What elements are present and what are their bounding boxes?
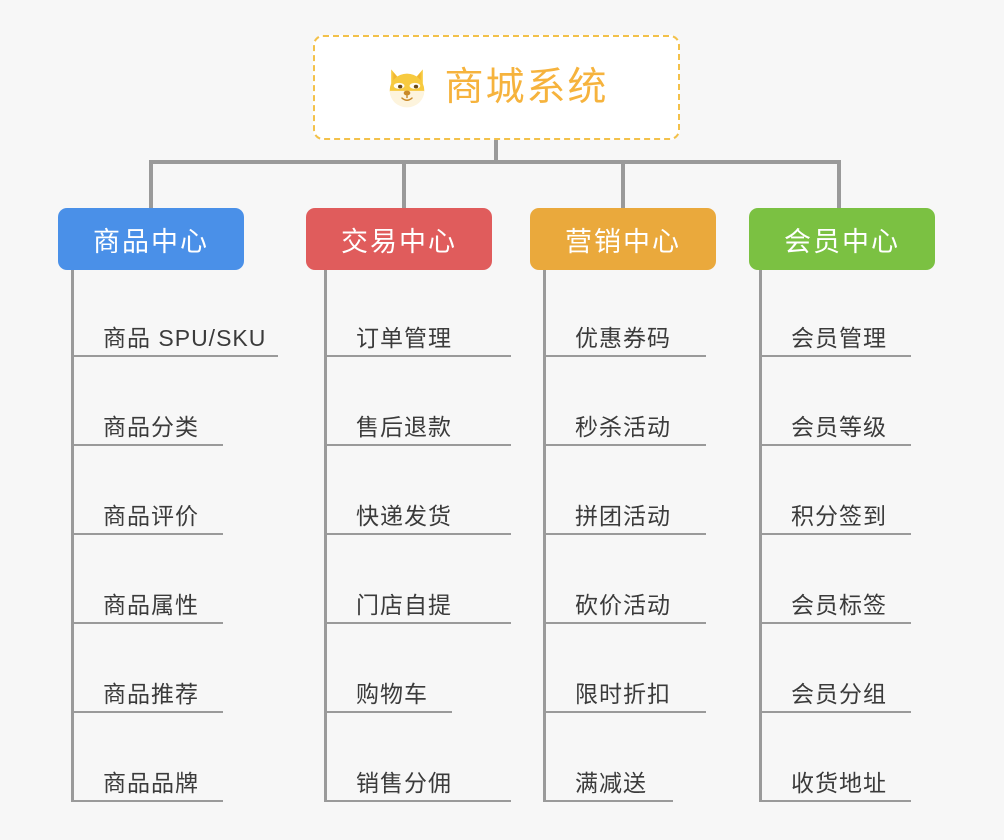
leaf-item-label: 满减送 [575, 769, 647, 796]
column-spine [543, 270, 546, 802]
leaf-item-label: 会员分组 [791, 680, 887, 707]
leaf-item-label: 商品 SPU/SKU [103, 324, 267, 351]
leaf-item-label: 快递发货 [356, 502, 452, 529]
leaf-item-label: 购物车 [356, 680, 428, 707]
leaf-item[interactable]: 快递发货 [324, 481, 511, 535]
leaf-item[interactable]: 商品评价 [71, 481, 223, 535]
leaf-item[interactable]: 优惠券码 [543, 303, 706, 357]
column-spine [324, 270, 327, 802]
category-box-2[interactable]: 营销中心 [530, 208, 716, 270]
leaf-item-label: 砍价活动 [575, 591, 671, 618]
leaf-item-label: 商品品牌 [103, 769, 199, 796]
category-label-3: 会员中心 [784, 226, 900, 257]
category-label-0: 商品中心 [93, 226, 209, 257]
connector-horizontal-bus [149, 160, 841, 164]
connector-branch-2 [621, 160, 625, 210]
leaf-item[interactable]: 收货地址 [759, 748, 911, 802]
leaf-item[interactable]: 会员等级 [759, 392, 911, 446]
connector-branch-3 [837, 160, 841, 210]
leaf-item-label: 拼团活动 [575, 502, 671, 529]
dog-face-icon [384, 65, 430, 111]
leaf-item-label: 销售分佣 [356, 769, 452, 796]
leaf-item-label: 秒杀活动 [575, 413, 671, 440]
leaf-item-label: 商品评价 [103, 502, 199, 529]
leaf-item[interactable]: 拼团活动 [543, 481, 706, 535]
leaf-item[interactable]: 会员管理 [759, 303, 911, 357]
leaf-item[interactable]: 会员分组 [759, 659, 911, 713]
leaf-item[interactable]: 售后退款 [324, 392, 511, 446]
leaf-item[interactable]: 商品推荐 [71, 659, 223, 713]
root-node[interactable]: 商城系统 [313, 35, 680, 140]
column-spine [759, 270, 762, 802]
leaf-item-label: 会员标签 [791, 591, 887, 618]
connector-branch-1 [402, 160, 406, 210]
leaf-item[interactable]: 销售分佣 [324, 748, 511, 802]
leaf-item-label: 商品分类 [103, 413, 199, 440]
leaf-item[interactable]: 订单管理 [324, 303, 511, 357]
leaf-item[interactable]: 限时折扣 [543, 659, 706, 713]
category-label-1: 交易中心 [341, 226, 457, 257]
leaf-item[interactable]: 砍价活动 [543, 570, 706, 624]
leaf-item[interactable]: 积分签到 [759, 481, 911, 535]
column-spine [71, 270, 74, 802]
leaf-item-label: 商品推荐 [103, 680, 199, 707]
leaf-item-label: 积分签到 [791, 502, 887, 529]
leaf-item[interactable]: 满减送 [543, 748, 673, 802]
leaf-item-label: 优惠券码 [575, 324, 671, 351]
leaf-item-label: 订单管理 [356, 324, 452, 351]
category-label-2: 营销中心 [565, 226, 681, 257]
leaf-item-label: 会员等级 [791, 413, 887, 440]
leaf-item-label: 门店自提 [356, 591, 452, 618]
connector-root-stem [494, 140, 498, 163]
leaf-item[interactable]: 商品属性 [71, 570, 223, 624]
leaf-item-label: 商品属性 [103, 591, 199, 618]
leaf-item-label: 售后退款 [356, 413, 452, 440]
root-title: 商城系统 [444, 66, 609, 109]
connector-branch-0 [149, 160, 153, 210]
leaf-item[interactable]: 商品 SPU/SKU [71, 303, 278, 357]
leaf-item-label: 会员管理 [791, 324, 887, 351]
leaf-item[interactable]: 商品品牌 [71, 748, 223, 802]
leaf-item-label: 收货地址 [791, 769, 887, 796]
leaf-item[interactable]: 商品分类 [71, 392, 223, 446]
leaf-item[interactable]: 门店自提 [324, 570, 511, 624]
category-box-1[interactable]: 交易中心 [306, 208, 492, 270]
leaf-item[interactable]: 秒杀活动 [543, 392, 706, 446]
leaf-item-label: 限时折扣 [575, 680, 671, 707]
category-box-3[interactable]: 会员中心 [749, 208, 935, 270]
leaf-item[interactable]: 会员标签 [759, 570, 911, 624]
category-box-0[interactable]: 商品中心 [58, 208, 244, 270]
leaf-item[interactable]: 购物车 [324, 659, 452, 713]
